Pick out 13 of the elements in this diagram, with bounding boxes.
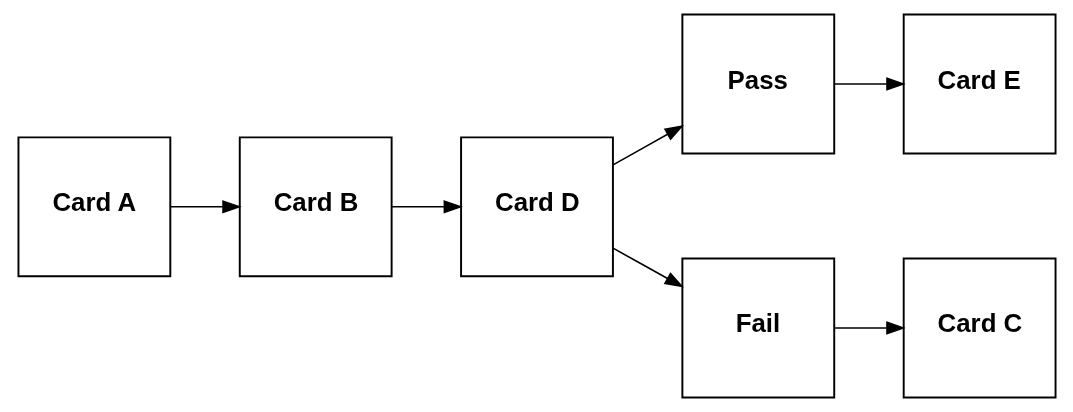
arrow [611, 124, 684, 166]
node-box: Card D [459, 136, 614, 278]
arrow [833, 77, 906, 91]
arrow [611, 247, 684, 288]
arrow [833, 321, 906, 335]
arrow [390, 200, 463, 214]
node-box: Fail [680, 257, 835, 399]
node-box: Card B [238, 136, 393, 278]
node-box: Card E [902, 13, 1056, 155]
node-box: Pass [680, 13, 835, 155]
node-box: Card C [902, 257, 1056, 399]
node-box: Card A [17, 136, 171, 278]
arrow [169, 200, 242, 214]
